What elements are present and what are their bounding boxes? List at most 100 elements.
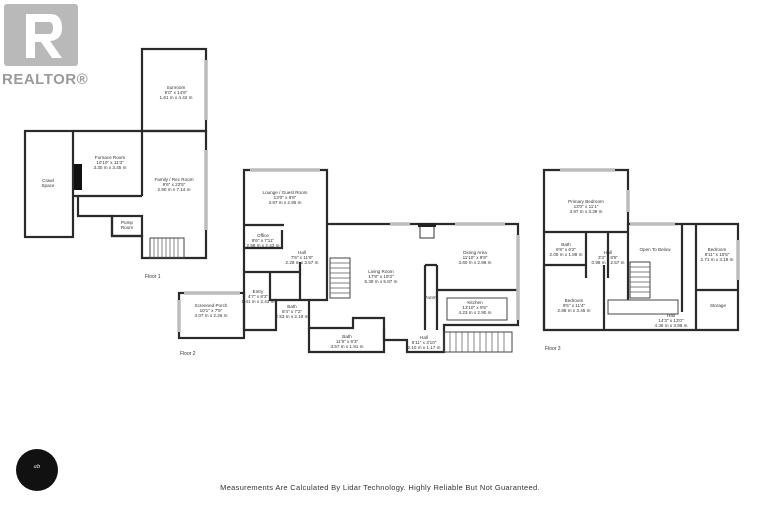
hall-walls bbox=[244, 224, 329, 302]
kitchen-island bbox=[446, 297, 508, 321]
bedroom-walls bbox=[542, 265, 606, 330]
chimney-block bbox=[74, 164, 82, 190]
floor-1-outline bbox=[73, 129, 208, 260]
kitchen-imperial: 13'10" x 9'6" bbox=[462, 305, 488, 310]
office-metric: 2.58 m x 2.43 m bbox=[247, 243, 280, 248]
hall-b-metric: 2.10 m x 1.17 m bbox=[408, 345, 441, 350]
hall-b-name: Hall bbox=[420, 335, 428, 340]
pump-room-name-2: Room bbox=[121, 225, 133, 230]
crawl-space-name-2: Space bbox=[41, 183, 54, 188]
realtor-r-glyph bbox=[26, 14, 62, 58]
furnace-room-imperial: 10'10" x 11'3" bbox=[96, 160, 124, 165]
hall-f3b-name: Hall bbox=[667, 313, 675, 318]
floor-2-label: Floor 2 bbox=[180, 351, 196, 357]
bedroom-b-metric: 2.88 m x 3.45 m bbox=[558, 308, 591, 313]
bath-f3-metric: 2.05 m x 1.88 m bbox=[550, 252, 583, 257]
living-room-metric: 5.39 m x 5.87 m bbox=[365, 279, 398, 284]
lounge-imperial: 13'0" x 9'8" bbox=[274, 195, 297, 200]
floor-1-label: Floor 1 bbox=[145, 274, 161, 280]
bath-a-imperial: 8'4" x 7'2" bbox=[282, 309, 302, 314]
lounge-name: Lounge / Guest Room bbox=[263, 190, 308, 195]
hall-f3b-imperial: 14'3" x 13'0" bbox=[658, 318, 684, 323]
pump-room-name-1: Pump bbox=[121, 220, 133, 225]
hall-imperial: 7'6" x 11'8" bbox=[291, 255, 314, 260]
realtor-r-icon bbox=[4, 4, 78, 66]
bath-b-imperial: 11'9" x 6'3" bbox=[336, 339, 359, 344]
hall-f3a-metric: 0.98 m x 2.57 m bbox=[592, 260, 625, 265]
bedroom-a-name: Bedroom bbox=[708, 247, 727, 252]
sunroom-metric: 1.61 m x 4.42 m bbox=[160, 95, 193, 100]
kitchen-metric: 4.23 m x 2.90 m bbox=[459, 310, 492, 315]
bedroom-a-metric: 2.71 m x 3.18 m bbox=[701, 257, 734, 262]
furnace-room-partition bbox=[78, 131, 144, 198]
bedroom-b-name: Bedroom bbox=[565, 298, 584, 303]
floor-3-label: Floor 3 bbox=[545, 346, 561, 352]
screened-porch-imperial: 10'1" x 7'5" bbox=[200, 308, 223, 313]
bedroom-storage-walls bbox=[694, 224, 738, 330]
screened-porch-name: Screened Porch bbox=[195, 303, 228, 308]
open-to-below-name: Open To Below bbox=[639, 247, 671, 252]
realtor-logo: REALTOR® bbox=[0, 0, 88, 92]
family-room-metric: 2.90 m x 7.14 m bbox=[158, 187, 191, 192]
living-room-name: Living Room bbox=[368, 269, 394, 274]
furnace-room-metric: 3.30 m x 3.45 m bbox=[94, 165, 127, 170]
kitchen-name: Kitchen bbox=[467, 300, 483, 305]
measurement-disclaimer: Measurements Are Calculated By Lidar Tec… bbox=[220, 483, 540, 492]
floor-1-plan bbox=[23, 47, 208, 260]
screened-porch-metric: 3.07 m x 2.26 m bbox=[195, 313, 228, 318]
entry-name: Entry bbox=[253, 289, 264, 294]
primary-bedroom-name: Primary Bedroom bbox=[568, 199, 604, 204]
room-labels: Sunroom 5'0" x 14'6" 1.61 m x 4.42 m Cra… bbox=[41, 85, 733, 350]
signature-badge: ab bbox=[16, 449, 58, 491]
lounge-metric: 3.97 m x 2.95 m bbox=[269, 200, 302, 205]
floor-1-stairs bbox=[149, 237, 185, 259]
crawl-space-name-1: Crawl bbox=[42, 178, 54, 183]
living-room-imperial: 17'8" x 19'3" bbox=[368, 274, 394, 279]
pantry-name: Pantry bbox=[424, 295, 438, 300]
hall-b-imperial: 6'11" x 3'10" bbox=[412, 340, 437, 345]
bath-outline bbox=[307, 328, 386, 354]
primary-bedroom-imperial: 13'0" x 11'1" bbox=[574, 204, 599, 209]
floor-3-plan bbox=[542, 168, 740, 332]
entry-metric: 1.41 m x 2.43 m bbox=[242, 299, 275, 304]
dining-area-metric: 3.60 m x 2.96 m bbox=[459, 260, 492, 265]
bath-f3-imperial: 6'9" x 6'2" bbox=[556, 247, 576, 252]
bedroom-b-imperial: 9'5" x 11'4" bbox=[563, 303, 586, 308]
open-to-below-walls bbox=[626, 224, 684, 312]
office-name: Office bbox=[257, 233, 269, 238]
sunroom-name: Sunroom bbox=[167, 85, 186, 90]
bath-b-name: Bath bbox=[342, 334, 352, 339]
bedroom-a-imperial: 8'11" x 10'5" bbox=[705, 252, 730, 257]
office-wall bbox=[244, 230, 284, 250]
family-room-name: Family / Rec Room bbox=[154, 177, 193, 182]
signature-text: ab bbox=[33, 464, 41, 470]
pump-room-outline bbox=[110, 214, 144, 238]
realtor-wordmark: REALTOR® bbox=[2, 71, 89, 88]
floor-2-plan bbox=[177, 168, 520, 354]
bath-b-metric: 3.57 m x 1.91 m bbox=[331, 344, 364, 349]
pantry-walls bbox=[423, 263, 439, 330]
hall-name: Hall bbox=[298, 250, 306, 255]
dining-area-name: Dining Area bbox=[463, 250, 487, 255]
family-room-imperial: 9'6" x 23'5" bbox=[163, 182, 186, 187]
bath-hall-walls bbox=[544, 232, 610, 278]
floor-2-stairs bbox=[329, 257, 513, 353]
sunroom-imperial: 5'0" x 14'6" bbox=[165, 90, 188, 95]
hall-f3a-name: Hall bbox=[604, 250, 612, 255]
dining-area-imperial: 11'10" x 9'9" bbox=[463, 255, 488, 260]
hall-metric: 2.28 m x 3.57 m bbox=[286, 260, 319, 265]
office-imperial: 8'6" x 7'11" bbox=[252, 238, 275, 243]
bath-a-name: Bath bbox=[287, 304, 297, 309]
fireplace-hearth bbox=[418, 223, 436, 227]
crawl-space-outline bbox=[23, 129, 75, 239]
hall-f3b-metric: 4.36 m x 3.96 m bbox=[655, 323, 688, 328]
bath-a-metric: 2.53 m x 2.19 m bbox=[276, 314, 309, 319]
primary-bedroom-metric: 3.97 m x 3.39 m bbox=[570, 209, 603, 214]
floor-3-stairs bbox=[607, 261, 679, 315]
storage-name: Storage bbox=[710, 303, 727, 308]
hall-f3a-imperial: 3'3" x 8'5" bbox=[598, 255, 618, 260]
fireplace bbox=[419, 225, 435, 239]
furnace-room-name: Furnace Room bbox=[95, 155, 126, 160]
entry-imperial: 4'7" x 8'3" bbox=[248, 294, 268, 299]
